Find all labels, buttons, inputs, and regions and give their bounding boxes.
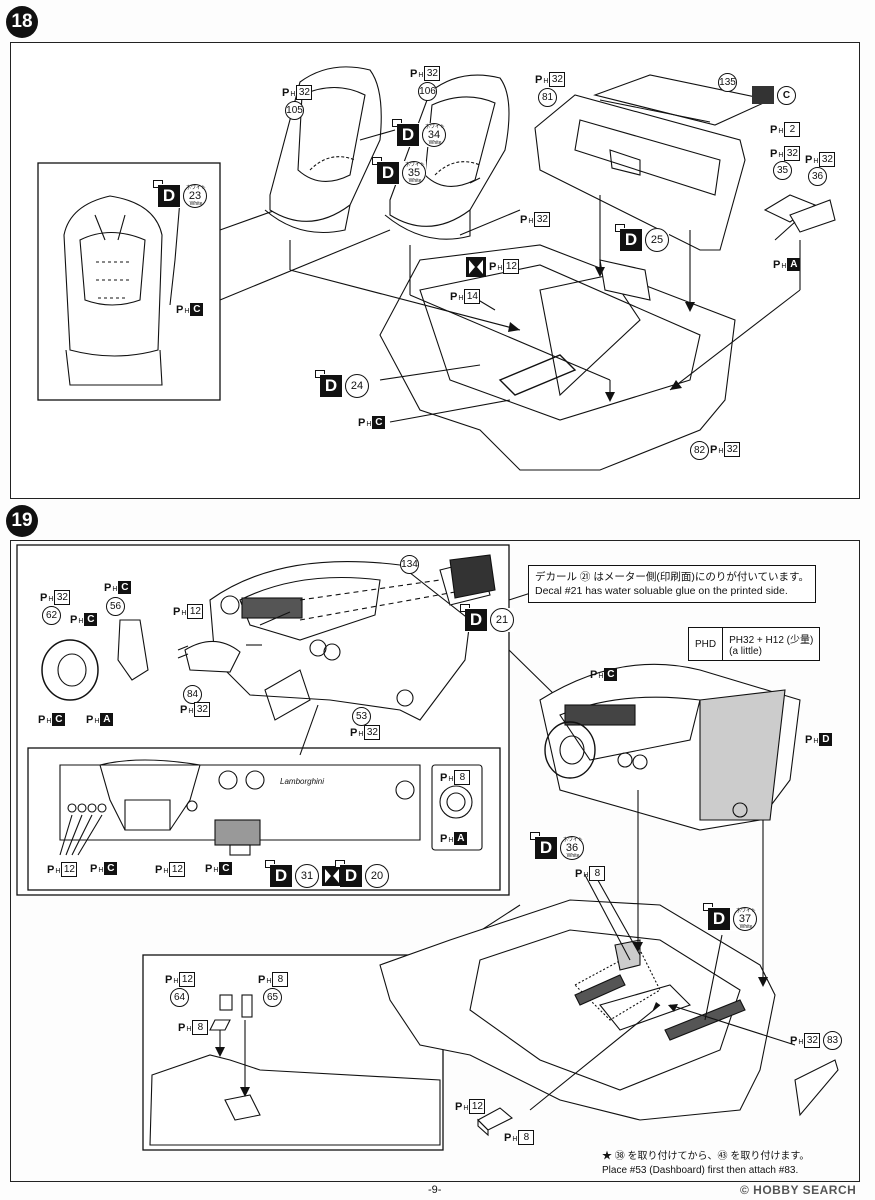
part-82: 82 [690, 441, 709, 460]
legend-left: PHD [689, 628, 724, 660]
part-56: 56 [106, 597, 125, 616]
part-81: 81 [538, 88, 557, 107]
step-19-number: 19 [11, 510, 33, 531]
part-135: 135 [718, 73, 737, 92]
part-106: 106 [418, 82, 437, 101]
footnote-en: Place #53 (Dashboard) first then attach … [602, 1165, 799, 1176]
c-mark: C [777, 86, 796, 105]
step-18-badge: 18 [6, 6, 38, 38]
watermark: © HOBBY SEARCH [740, 1183, 857, 1197]
paint-legend: PHD PH32 + H12 (少量) (a little) [688, 627, 821, 661]
note-jp: デカール ㉑ はメーター側(印刷面)にのりが付いています。 [535, 571, 809, 583]
legend-little: (a little) [729, 646, 762, 657]
part-105: 105 [285, 101, 304, 120]
legend-right: PH32 + H12 (少量) [729, 635, 814, 646]
part-84: 84 [183, 685, 202, 704]
part-83: 83 [823, 1031, 842, 1050]
footnote: ★ ㊳ を取り付けてから、㊸ を取り付けます。 Place #53 (Dashb… [602, 1150, 809, 1178]
step-19-panel [10, 540, 860, 1182]
part-64: 64 [170, 988, 189, 1007]
footnote-jp: ★ ㊳ を取り付けてから、㊸ を取り付けます。 [602, 1151, 810, 1162]
step-19-badge: 19 [6, 505, 38, 537]
legend-right-wrap: PH32 + H12 (少量) (a little) [723, 628, 819, 660]
part-35: 35 [773, 161, 792, 180]
part-53: 53 [352, 707, 371, 726]
decal-21-note: デカール ㉑ はメーター側(印刷面)にのりが付いています。 Decal #21 … [528, 565, 816, 603]
note-en: Decal #21 has water soluable glue on the… [535, 585, 788, 597]
part-135-swatch [752, 86, 774, 104]
part-65: 65 [263, 988, 282, 1007]
part-36: 36 [808, 167, 827, 186]
flat-paint-icon-18 [466, 257, 486, 282]
step-18-number: 18 [11, 11, 33, 32]
dash-logo: Lamborghini [280, 777, 325, 786]
part-134: 134 [400, 555, 419, 574]
flat-paint-icon-19 [322, 866, 342, 886]
page-number: -9- [428, 1184, 442, 1196]
part-62: 62 [42, 606, 61, 625]
